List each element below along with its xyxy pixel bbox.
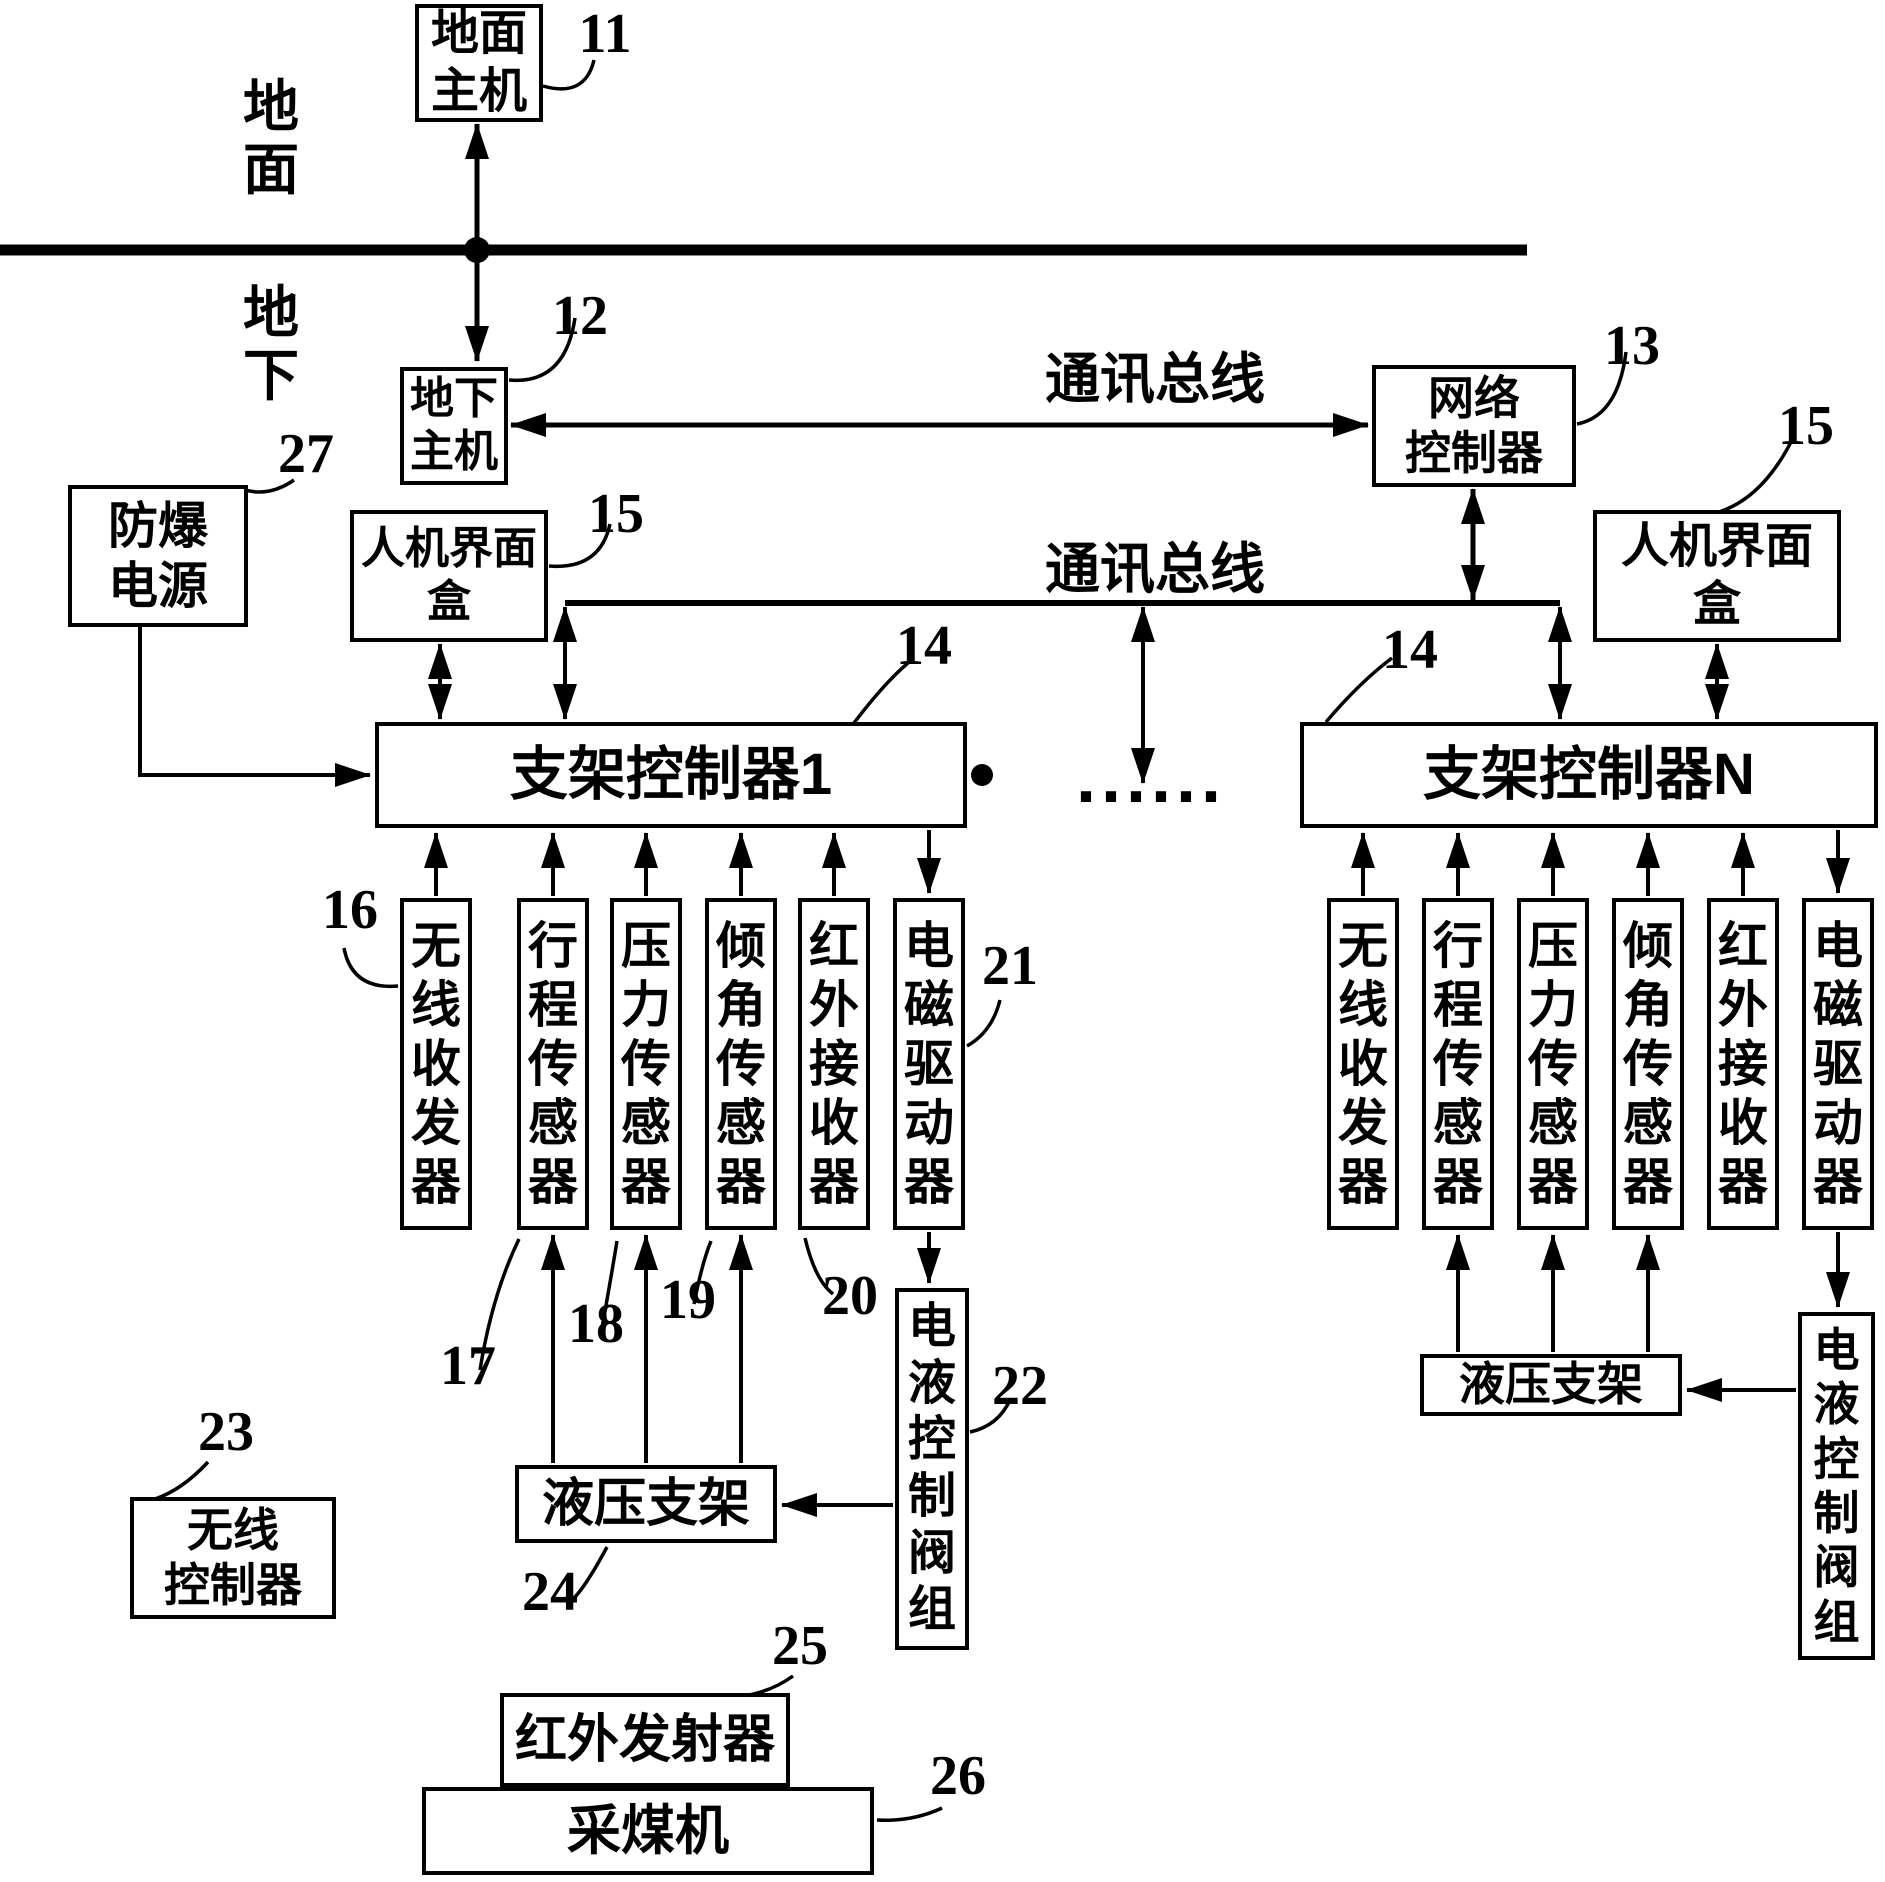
hmi-box-right: 人机界面 盒 [1593,510,1841,642]
ref-label-15-right: 15 [1778,395,1834,457]
sensor-column-stroke-sensor-left: 行程传感器 [517,898,589,1230]
ref-label-24: 24 [522,1561,578,1623]
ref-label-20: 20 [822,1265,878,1327]
sensor-column-tilt-sensor-right: 倾角传感器 [1612,898,1684,1230]
hydraulic-support-box-left: 液压支架 [515,1465,777,1543]
sensor-column-pressure-sensor-right: 压力传感器 [1517,898,1589,1230]
ref-label-22: 22 [992,1355,1048,1417]
ref-label-27: 27 [278,423,334,485]
ref-label-19: 19 [660,1269,716,1331]
ref-label-11: 11 [578,3,632,65]
sensor-column-stroke-sensor-right: 行程传感器 [1422,898,1494,1230]
ref-label-12: 12 [552,285,608,347]
wireless-controller-box: 无线 控制器 [130,1497,336,1619]
valve-group-box-left: 电液控制阀组 [895,1288,969,1650]
ref-label-18: 18 [568,1293,624,1355]
continuation-dot [971,764,993,786]
hydraulic-support-box-right: 液压支架 [1420,1354,1682,1416]
network-controller-box: 网络 控制器 [1372,365,1576,487]
sensor-column-electromagnetic-driver-right: 电磁驱动器 [1802,898,1874,1230]
sensor-column-pressure-sensor-left: 压力传感器 [610,898,682,1230]
sensor-column-tilt-sensor-left: 倾角传感器 [705,898,777,1230]
surface-zone-label: 地面 [243,75,299,201]
sensor-column-infrared-receiver-right: 红外接收器 [1707,898,1779,1230]
callout-curves [154,59,1796,1822]
support-controller-1-box: 支架控制器1 [375,722,967,828]
ref-label-17: 17 [440,1335,496,1397]
valve-group-box-right: 电液控制阀组 [1798,1312,1875,1660]
ref-label-15-left: 15 [588,483,644,545]
coal-shearer-box: 采煤机 [422,1787,874,1875]
ref-label-16: 16 [322,879,378,941]
ref-label-26: 26 [930,1745,986,1807]
communication-bus-label-lower: 通讯总线 [1044,538,1265,600]
underground-zone-label: 地下 [243,281,299,407]
explosion-proof-power-box: 防爆 电源 [68,485,248,627]
hmi-box-left: 人机界面 盒 [350,510,548,642]
ground-host-box: 地面 主机 [415,4,543,122]
ref-label-21: 21 [982,935,1038,997]
ref-label-14-left: 14 [896,615,952,677]
ref-label-14-right: 14 [1382,619,1438,681]
underground-host-box: 地下 主机 [400,367,508,485]
infrared-transmitter-box: 红外发射器 [500,1693,790,1787]
ref-label-25: 25 [772,1615,828,1677]
ref-label-23: 23 [198,1401,254,1463]
sensor-column-wireless-transceiver-left: 无线收发器 [400,898,472,1230]
ref-label-13: 13 [1604,315,1660,377]
sensor-column-wireless-transceiver-right: 无线收发器 [1327,898,1399,1230]
communication-bus-label-upper: 通讯总线 [1044,348,1265,410]
sensor-column-electromagnetic-driver-left: 电磁驱动器 [893,898,965,1230]
more-controllers-ellipsis: ...... [1076,738,1227,818]
sensor-column-infrared-receiver-left: 红外接收器 [798,898,870,1230]
support-controller-n-box: 支架控制器N [1300,722,1878,828]
